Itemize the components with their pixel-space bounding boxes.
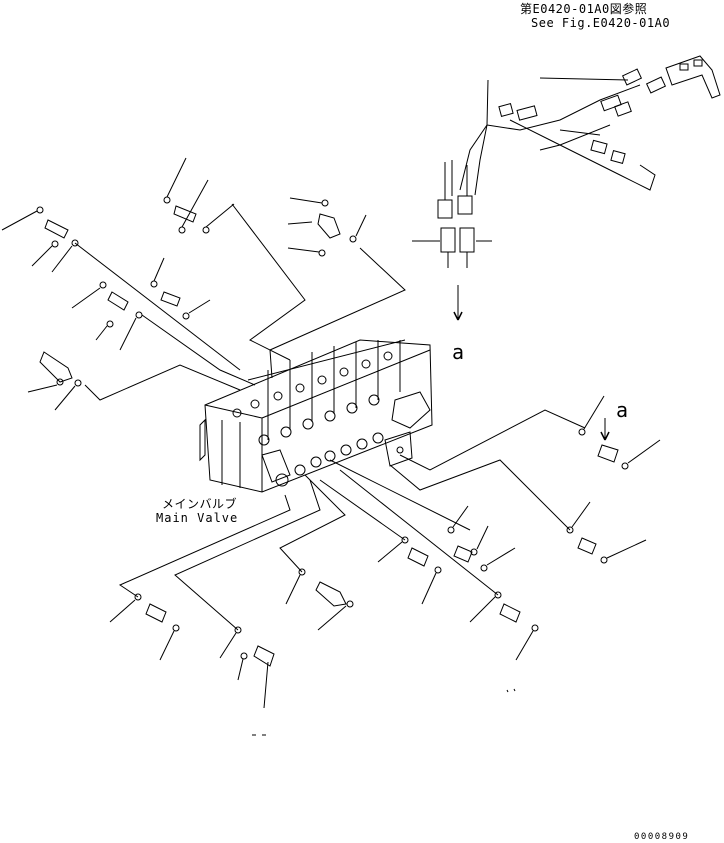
wire-harness	[412, 55, 721, 321]
drawing-code: 00008909	[634, 832, 690, 842]
marker-a-right: a	[616, 398, 629, 422]
callouts	[1, 157, 661, 736]
figure-reference-en: See Fig.E0420-01A0	[531, 16, 671, 30]
main-valve-body	[199, 339, 433, 493]
main-valve-label-jp: メインバルブ	[162, 497, 238, 511]
fittings	[39, 205, 619, 667]
marker-a-upper: a	[452, 340, 465, 364]
leader-lines	[74, 203, 586, 631]
figure-reference-jp: 第E0420-01A0図参照	[520, 2, 648, 16]
main-valve-label-en: Main Valve	[156, 511, 239, 525]
